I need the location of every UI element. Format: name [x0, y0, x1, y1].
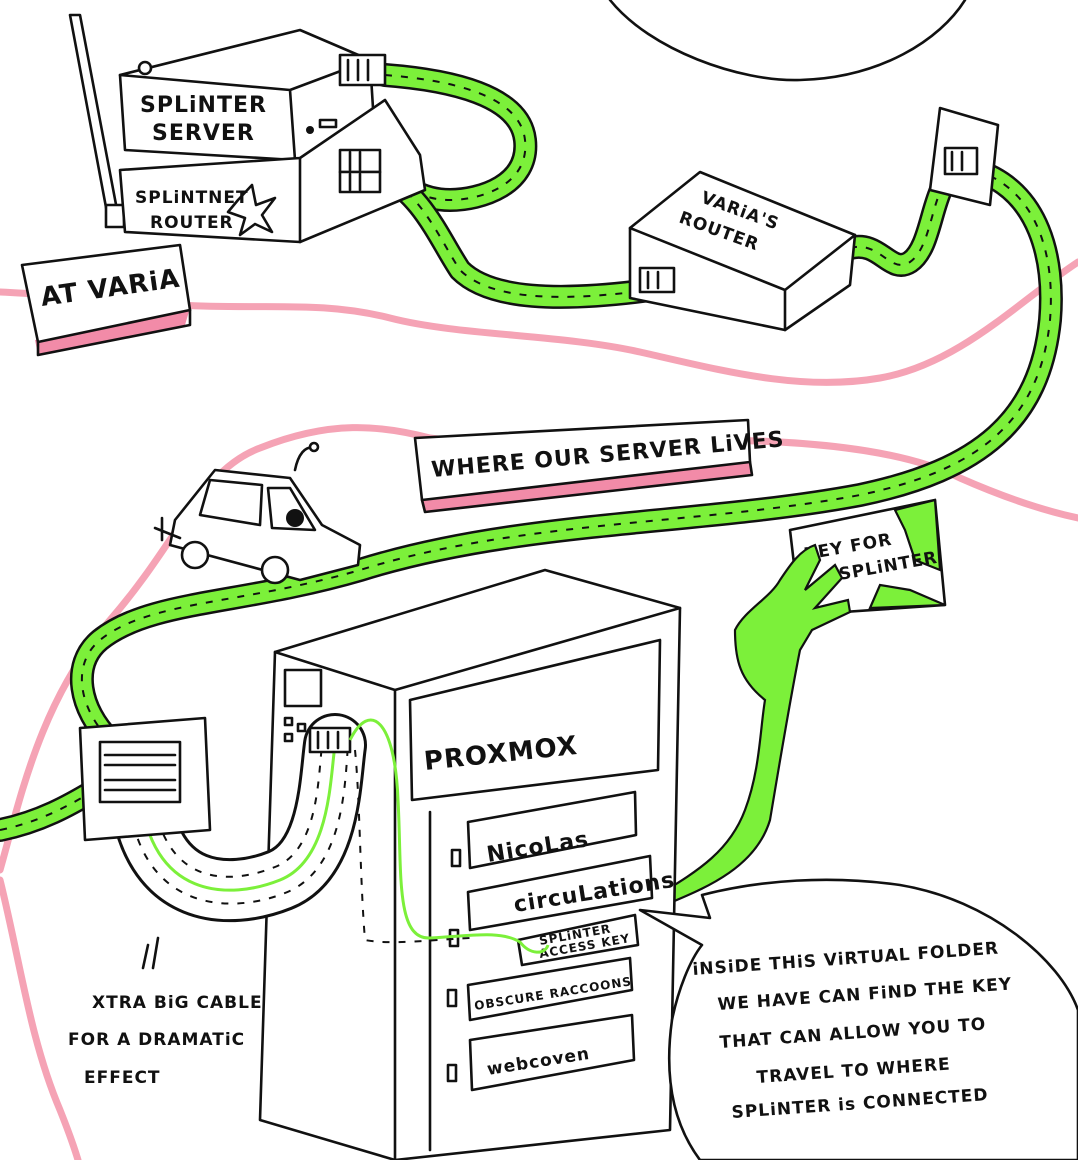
splintnet-router-label-line2: ROUTER — [150, 213, 234, 233]
speech-bubble — [640, 880, 1078, 1160]
tower-ethernet-plug — [310, 728, 350, 752]
splinter-server-label-line2: SERVER — [152, 121, 255, 146]
circle-fragment — [610, 0, 965, 80]
car-illustration — [155, 443, 360, 583]
cable-note-line3: EFFECT — [84, 1068, 161, 1088]
router-ethernet-plugs — [340, 150, 380, 192]
cable-note-line1: XTRA BiG CABLE — [92, 993, 263, 1013]
server-ethernet-plug — [340, 55, 385, 85]
cable-note-line2: FOR A DRAMATiC — [68, 1030, 245, 1050]
wall-socket-left — [80, 718, 210, 840]
antenna — [70, 15, 124, 227]
border-line-lower — [0, 880, 78, 1160]
varias-router — [630, 172, 855, 330]
splintnet-router-label-line1: SPLiNTNET — [135, 188, 249, 208]
varia-router-plug — [640, 268, 674, 292]
green-hand — [658, 545, 850, 905]
wall-socket-top — [930, 108, 998, 205]
cable-note-tick — [143, 938, 158, 968]
splinter-server-label-line1: SPLiNTER — [140, 93, 267, 118]
